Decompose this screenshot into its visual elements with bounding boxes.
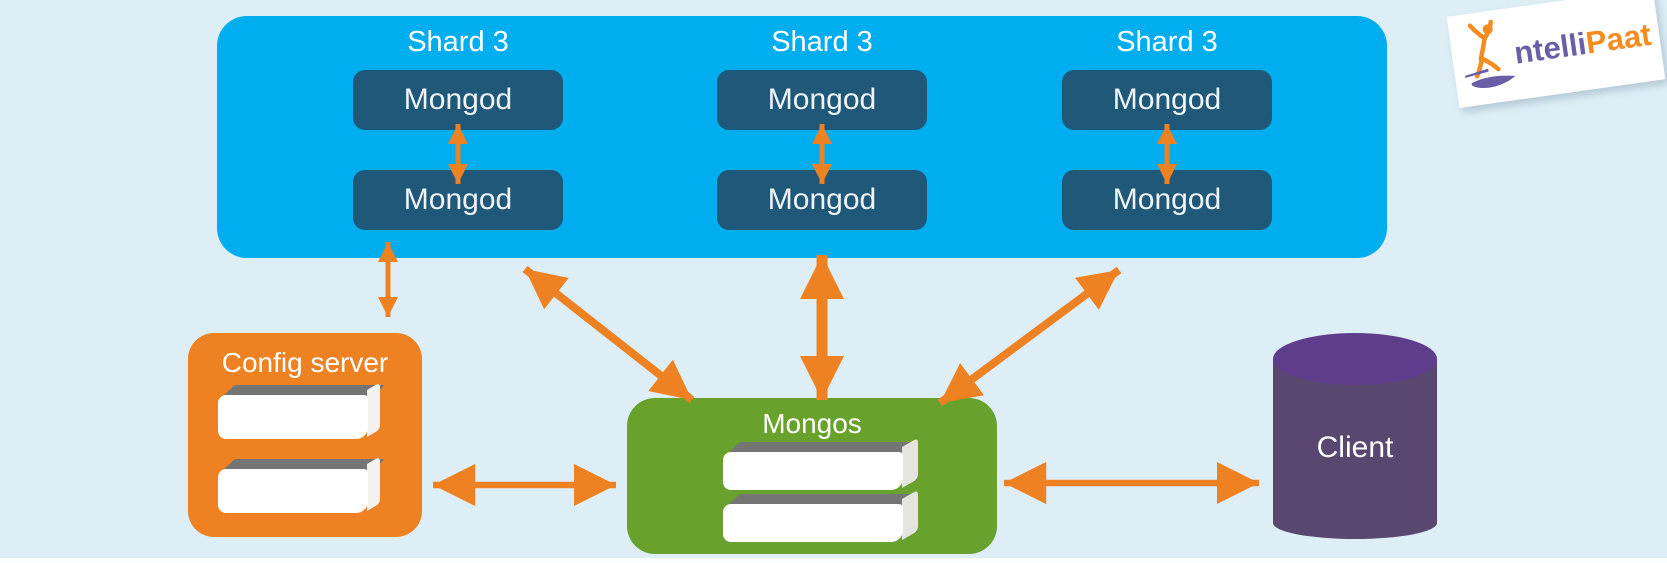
disk-side-face <box>902 437 918 488</box>
config-disk-1 <box>218 382 385 439</box>
client-cylinder-body <box>1273 359 1437 539</box>
logo-text: ntelliPaat <box>1512 17 1653 72</box>
config-disk-2 <box>218 456 385 513</box>
arrow-mongos-to-shard1 <box>522 265 695 404</box>
logo-text-suffix: Paat <box>1583 16 1654 61</box>
shard-3-mongod-bottom: Mongod <box>1062 170 1272 230</box>
config-server-label: Config server <box>221 347 389 378</box>
logo-inner: ntelliPaat <box>1456 2 1655 94</box>
disk-front-face <box>723 504 903 542</box>
mongos-label: Mongos <box>762 408 862 439</box>
disk-side-face <box>367 456 380 511</box>
shard-2-mongod-top: Mongod <box>717 70 927 130</box>
shard-1-mongod-bottom: Mongod <box>353 170 563 230</box>
shard-1-mongod-top: Mongod <box>353 70 563 130</box>
intellipaat-logo: ntelliPaat <box>1446 0 1666 109</box>
shard-1-label: Shard 3 <box>407 26 509 58</box>
disk-front-face <box>218 469 368 513</box>
client-cylinder-top <box>1273 333 1437 385</box>
disk-front-face <box>218 395 368 439</box>
bottom-edge-strip <box>0 558 1667 563</box>
mongos-disk-2 <box>723 489 920 542</box>
client-label: Client <box>1316 431 1394 464</box>
disk-front-face <box>723 452 903 490</box>
disk-side-face <box>902 489 918 540</box>
client-database: Client <box>1273 333 1437 539</box>
shard-3-label: Shard 3 <box>1116 26 1218 58</box>
mongos-disk-1 <box>723 437 920 490</box>
shard-3-mongod-top: Mongod <box>1062 70 1272 130</box>
shard-2-label: Shard 3 <box>771 26 873 58</box>
logo-text-prefix: ntelli <box>1511 25 1589 71</box>
shard-2-mongod-bottom: Mongod <box>717 170 927 230</box>
disk-side-face <box>367 382 380 437</box>
mongos-router: Mongos <box>627 398 997 554</box>
config-server: Config server <box>188 333 422 537</box>
intellipaat-figure-icon <box>1465 19 1516 89</box>
arrow-mongos-to-shard3 <box>937 266 1122 407</box>
